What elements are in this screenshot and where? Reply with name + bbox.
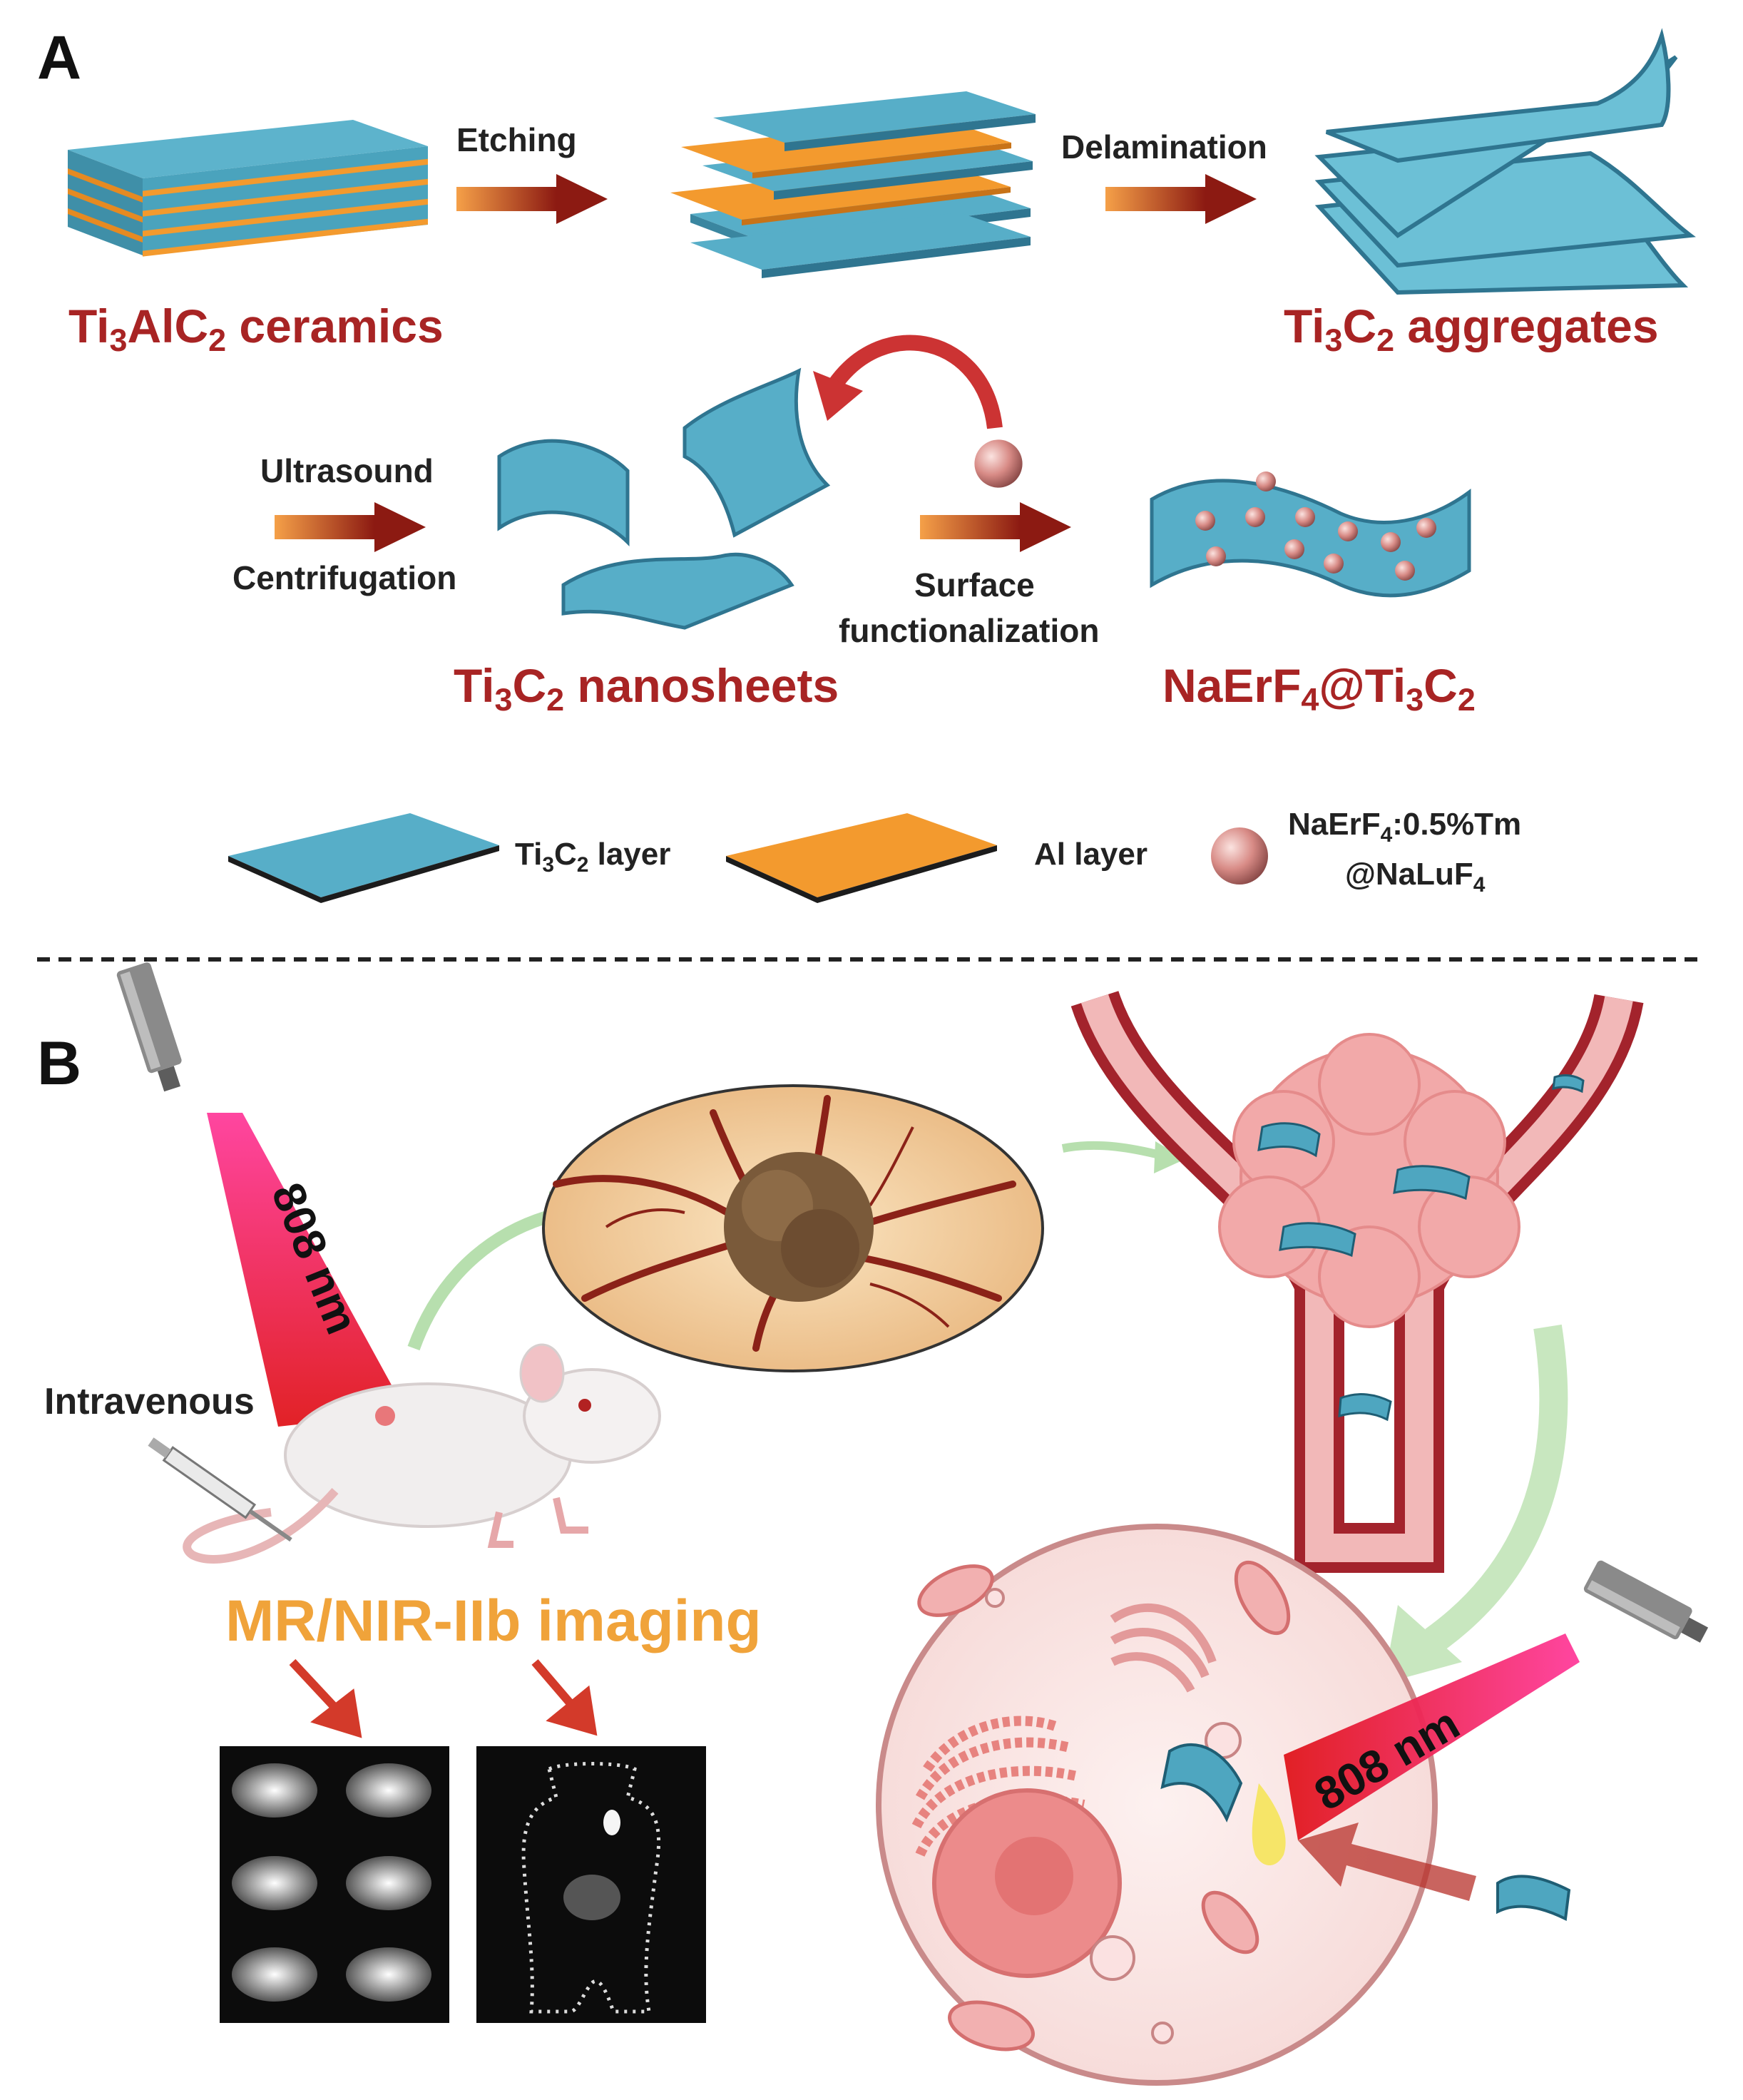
green-arrow-1: [407, 1206, 565, 1351]
mitochondria: [917, 1560, 1291, 2051]
green-arrow-3: [1425, 1324, 1568, 1653]
ti3alc2-label: Ti3AlC2 ceramics: [68, 300, 444, 358]
mouse-illustration: [183, 1343, 661, 1564]
vessel-tumor-illustration: [1070, 990, 1644, 1573]
delamination-label: Delamination: [1061, 128, 1267, 165]
centrifugation-label: Centrifugation: [232, 559, 456, 596]
laser-beam-right: [1284, 1633, 1580, 1840]
laser-probe-icon: [116, 962, 182, 1092]
golgi: [1110, 1603, 1217, 1693]
aggregates-label: Ti3C2 aggregates: [1284, 300, 1659, 358]
panel-b-letter: B: [37, 1029, 81, 1098]
cell-illustration: [876, 1524, 1438, 2086]
product-sheet: [1150, 472, 1471, 598]
legend-particle-line2: @NaLuF4: [1345, 857, 1486, 897]
panel-a-letter: A: [37, 24, 81, 92]
imaging-label: MR/NIR-IIb imaging: [225, 1589, 762, 1653]
etching-arrow: [456, 174, 608, 224]
nir-image: [476, 1746, 706, 2023]
surface-label: Surface: [914, 566, 1035, 603]
tumor-illustration: [542, 1084, 1044, 1372]
product-label: NaErF4@Ti3C2: [1162, 659, 1476, 718]
aggregates-stack: [1314, 28, 1696, 295]
mr-image: [220, 1746, 449, 2023]
nanosheets-label: Ti3C2 nanosheets: [454, 659, 839, 718]
delamination-arrow: [1105, 174, 1257, 224]
green-arrow-2: [1061, 1141, 1164, 1160]
heat-glow: [1252, 1783, 1286, 1865]
functionalization-arrow: [920, 502, 1071, 552]
legend-al-swatch: [726, 813, 997, 903]
legend-al-label: Al layer: [1034, 837, 1147, 872]
nanosheets-illustration: [497, 367, 831, 630]
incoming-arrow: [1298, 1823, 1571, 1922]
legend-particle-swatch: [1211, 827, 1268, 885]
imaging-arrows: [289, 1658, 598, 1738]
legend-ti3c2-swatch: [228, 813, 499, 903]
ultrasound-arrow: [275, 502, 426, 552]
vesicles: [985, 1588, 1242, 2044]
recycle-arrow: [813, 335, 1023, 488]
ti3alc2-stack: [68, 120, 428, 257]
product-particles: [1195, 472, 1436, 581]
intravenous-label: Intravenous: [44, 1381, 255, 1422]
laser-beam-left: [207, 1113, 407, 1427]
etching-label: Etching: [456, 121, 577, 158]
legend-ti3c2-label: Ti3C2 layer: [515, 837, 670, 877]
etched-stack: [670, 91, 1036, 278]
ultrasound-label: Ultrasound: [260, 452, 434, 489]
laser-probe-icon-right: [1583, 1560, 1709, 1643]
legend-particle-line1: NaErF4:0.5%Tm: [1288, 807, 1521, 847]
functionalization-label: functionalization: [839, 612, 1099, 649]
syringe-icon: [148, 1437, 292, 1542]
cell-nanosheet: [1160, 1743, 1243, 1823]
legend: Ti3C2 layer Al layer NaErF4:0.5%Tm @NaLu…: [228, 807, 1521, 903]
